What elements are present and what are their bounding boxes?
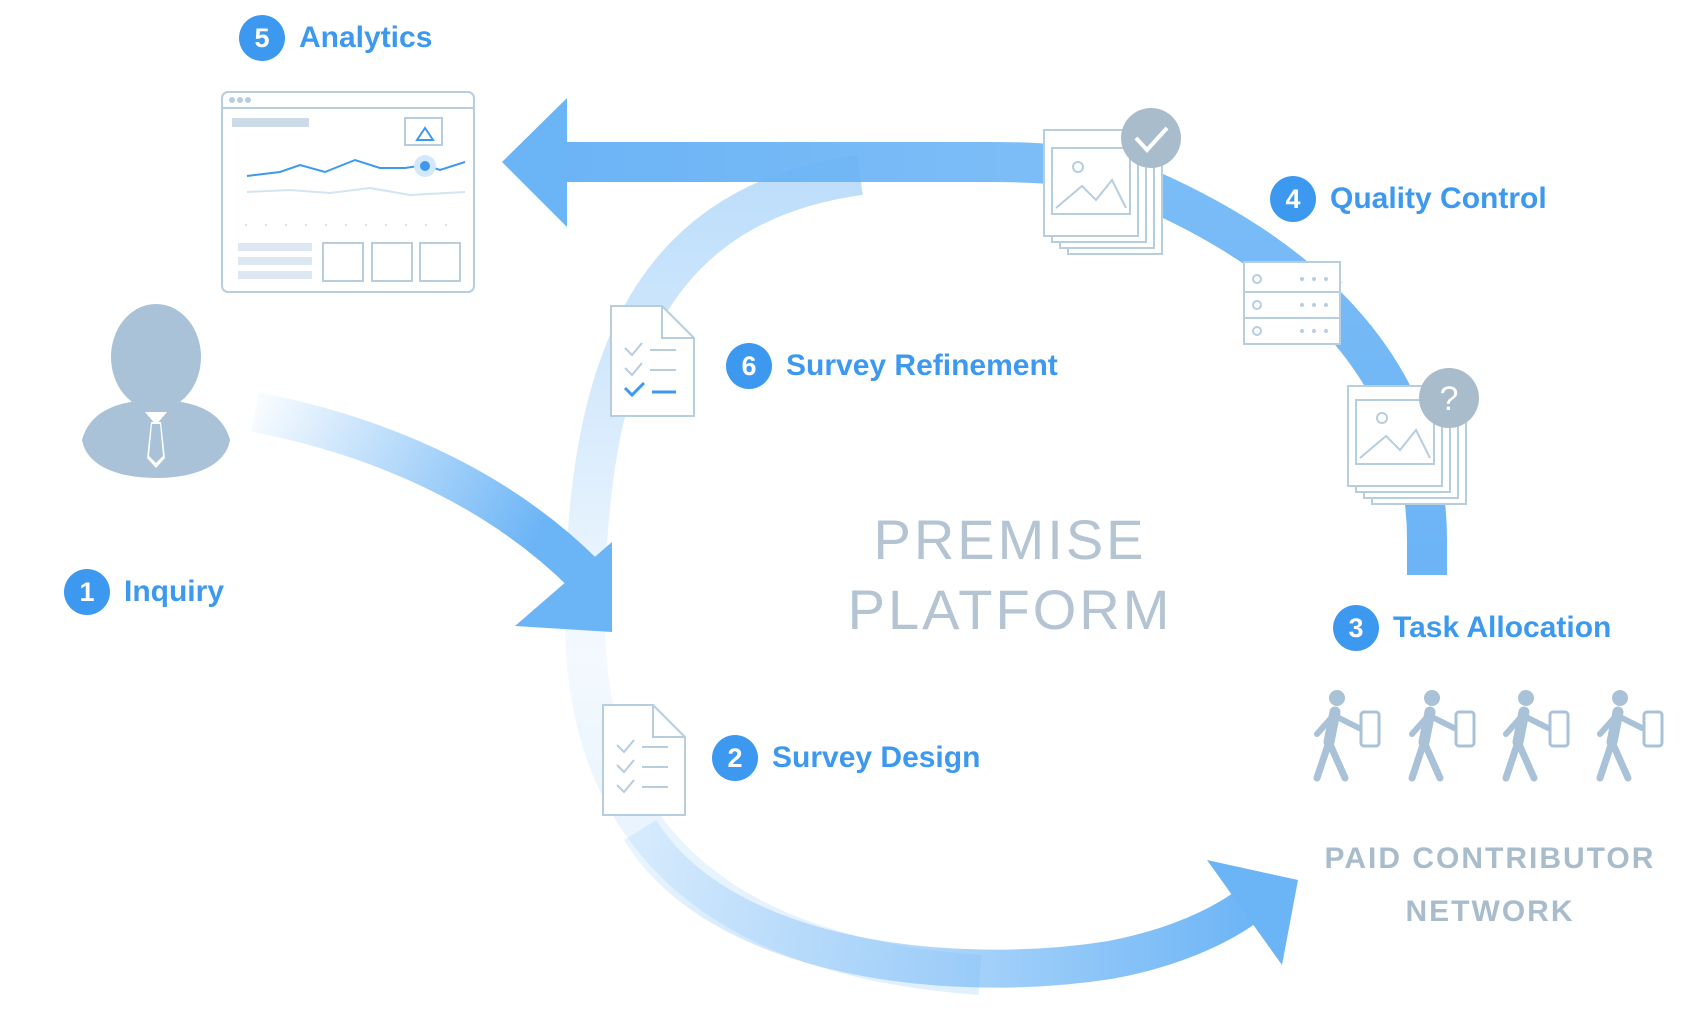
step-number-badge: 4 xyxy=(1270,176,1316,222)
step-analytics: 5 Analytics xyxy=(239,15,432,61)
bottom-arrowhead xyxy=(1207,860,1298,965)
image-stack-check-icon xyxy=(1043,108,1181,255)
platform-title: PREMISE PLATFORM xyxy=(820,505,1200,645)
image-stack-question-icon: ? xyxy=(1347,368,1479,505)
checklist-icon-design xyxy=(602,704,686,816)
walking-person-phone-icon-2 xyxy=(1408,690,1476,782)
walking-person-phone-icon-1 xyxy=(1313,690,1381,782)
bottom-arc xyxy=(623,819,1274,988)
person-icon xyxy=(82,304,230,478)
walking-person-phone-icon-4 xyxy=(1596,690,1664,782)
checklist-icon-refinement xyxy=(610,305,695,417)
platform-title-line2: PLATFORM xyxy=(847,578,1173,641)
step-label: Survey Refinement xyxy=(786,349,1058,382)
step-label: Survey Design xyxy=(772,741,981,774)
svg-text:?: ? xyxy=(1440,380,1459,418)
step-inquiry: 1 Inquiry xyxy=(64,569,224,615)
platform-title-line1: PREMISE xyxy=(873,508,1147,571)
network-label-line2: NETWORK xyxy=(1405,895,1575,928)
step-label: Analytics xyxy=(299,21,433,54)
step-number-badge: 2 xyxy=(712,735,758,781)
step-number-badge: 5 xyxy=(239,15,285,61)
step-survey-design: 2 Survey Design xyxy=(712,735,980,781)
step-quality-control: 4 Quality Control xyxy=(1270,176,1547,222)
walking-person-phone-icon-3 xyxy=(1502,690,1570,782)
top-arrowhead xyxy=(502,98,567,227)
step-label: Inquiry xyxy=(124,575,225,608)
server-icon xyxy=(1243,261,1343,345)
inquiry-arrow-shaft xyxy=(251,392,600,590)
network-label-line1: PAID CONTRIBUTOR xyxy=(1324,842,1656,875)
dashboard-icon xyxy=(221,91,475,293)
step-number-badge: 3 xyxy=(1333,605,1379,651)
step-survey-refinement: 6 Survey Refinement xyxy=(726,343,1058,389)
step-task-allocation: 3 Task Allocation xyxy=(1333,605,1611,651)
step-number-badge: 1 xyxy=(64,569,110,615)
network-label: PAID CONTRIBUTOR NETWORK xyxy=(1290,832,1690,938)
step-label: Quality Control xyxy=(1330,182,1547,215)
step-number-badge: 6 xyxy=(726,343,772,389)
step-label: Task Allocation xyxy=(1393,611,1612,644)
